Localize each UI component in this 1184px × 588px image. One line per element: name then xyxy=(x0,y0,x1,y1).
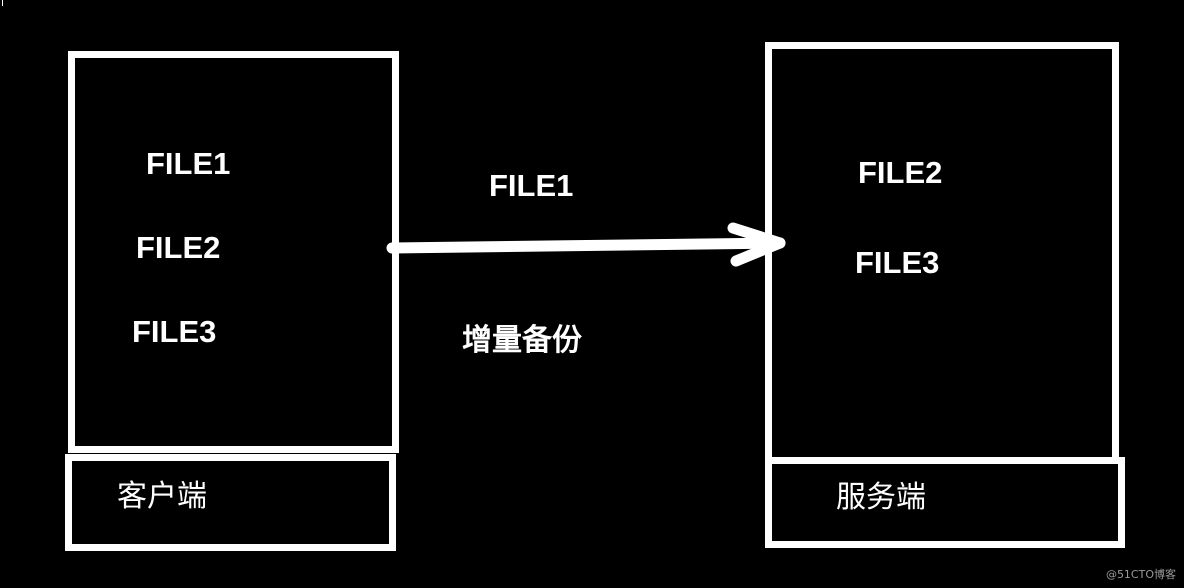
server-caption-box xyxy=(765,457,1125,548)
server-caption: 服务端 xyxy=(836,480,926,515)
server-file-3: FILE3 xyxy=(855,245,940,280)
watermark: @51CTO博客 xyxy=(1105,568,1176,581)
client-caption-box xyxy=(65,454,396,551)
cursor-mark xyxy=(2,0,3,6)
server-file-box xyxy=(765,42,1119,465)
transfer-description: 增量备份 xyxy=(462,323,582,358)
client-file-2: FILE2 xyxy=(136,230,221,265)
client-file-3: FILE3 xyxy=(132,314,217,349)
client-file-box xyxy=(68,51,399,453)
client-caption: 客户端 xyxy=(117,479,207,514)
arrow-shaft xyxy=(386,237,786,254)
client-file-1: FILE1 xyxy=(146,146,231,181)
transfer-file-label: FILE1 xyxy=(489,168,574,203)
server-file-2: FILE2 xyxy=(858,155,943,190)
